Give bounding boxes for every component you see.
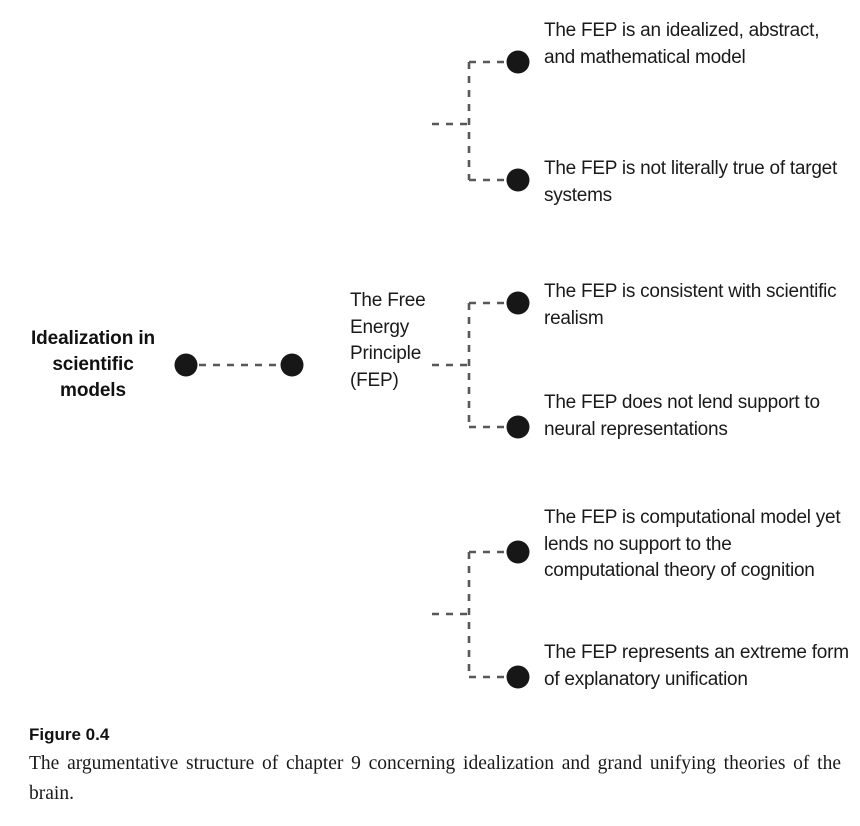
node-leaf-3[interactable]: [506, 291, 530, 315]
node-root[interactable]: [174, 353, 198, 377]
root-label: Idealization in scientific models: [26, 326, 160, 404]
node-leaf-5[interactable]: [506, 540, 530, 564]
caption-title: Figure 0.4: [29, 725, 110, 744]
caption-body: The argumentative structure of chapter 9…: [29, 753, 841, 804]
fep-label-line-4: (FEP): [350, 369, 399, 391]
root-label-line-3: models: [60, 380, 126, 401]
leaf-text-6: The FEP represents an extreme form of ex…: [544, 642, 849, 690]
node-free-energy-principle[interactable]: [280, 353, 304, 377]
node-leaf-4[interactable]: [506, 415, 530, 439]
root-label-line-2: scientific: [52, 354, 134, 375]
fep-label-line-2: Energy: [350, 316, 410, 338]
fep-label-line-1: The Free: [350, 290, 426, 311]
node-leaf-1[interactable]: [506, 50, 530, 74]
fep-label-line-3: Principle: [350, 343, 422, 364]
node-leaf-2[interactable]: [506, 168, 530, 192]
leaf-text-4: The FEP does not lend support to neural …: [544, 392, 820, 440]
root-label-line-1: Idealization in: [30, 328, 156, 349]
leaf-text-3: The FEP is consistent with scientific re…: [544, 281, 837, 329]
tree-diagram: Idealization in scientific models The Fr…: [26, 20, 849, 690]
fep-label: The Free Energy Principle (FEP): [350, 288, 456, 394]
leaf-text-1: The FEP is an idealized, abstract, and m…: [544, 20, 820, 68]
leaf-text-5: The FEP is computational model yet lends…: [544, 507, 841, 581]
figure-caption: Figure 0.4 The argumentative structure o…: [29, 723, 841, 809]
node-leaf-6[interactable]: [506, 665, 530, 689]
leaf-text-2: The FEP is not literally true of target …: [544, 158, 837, 206]
